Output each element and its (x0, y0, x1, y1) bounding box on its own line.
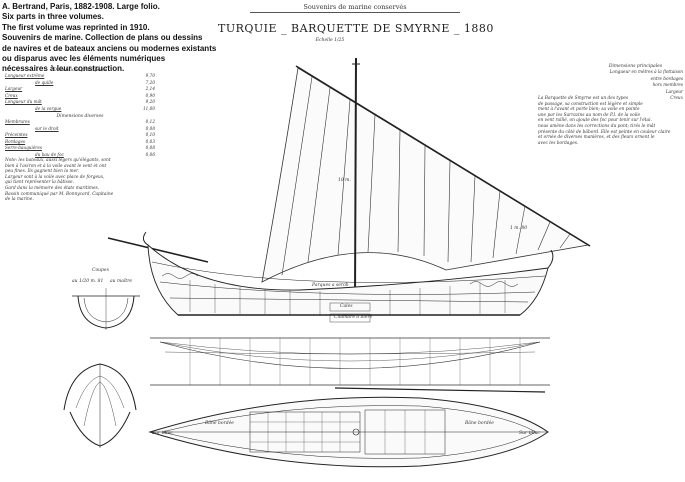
dim-line: entre bordages (650, 75, 683, 81)
plan-plank-left: Bâne bordée (205, 421, 234, 426)
plan-bow-left: Sur tillac (152, 431, 173, 436)
note-line: ment à l'avant et porte bien; sa voile e… (538, 107, 640, 113)
dim-line: Largeur (665, 88, 683, 94)
deck-plan (148, 396, 549, 468)
caption-block: A. Bertrand, Paris, 1882-1908. Large fol… (2, 2, 302, 75)
sail-corner-label: 1 m. 80 (510, 226, 528, 231)
note-line: qui tient représenter la bâtisse. (5, 180, 74, 186)
right-notes: La Barquette de Smyrne est un des types … (538, 96, 683, 146)
header-rule (250, 12, 460, 13)
note-line: nous amène dans les corrections du pont;… (538, 123, 656, 129)
sail-yard (295, 65, 591, 247)
note-line: Note: les bateaux, aussi légers qu'éléga… (5, 158, 111, 163)
caption-line: Six parts in three volumes. (2, 12, 104, 22)
caption-line: The first volume was reprinted in 1910. (2, 22, 150, 32)
note-line: et ornée de diverses manières, et des fl… (538, 135, 655, 141)
plate-title: TURQUIE _ BARQUETTE DE SMYRNE _ 1880 (218, 22, 494, 35)
midship-section-upper (72, 288, 140, 330)
lines-plan (150, 337, 550, 386)
mast (354, 57, 357, 301)
dim-title: Dimensions principales (53, 68, 107, 73)
caption-line: de navires et de bateaux anciens ou mode… (2, 43, 217, 53)
note-line: de passage, sa construction est légère e… (538, 101, 643, 107)
header-note: Souvenirs de marine conservés (303, 3, 407, 11)
dim-line: hors membres (652, 82, 683, 87)
section-title: Coupes (92, 268, 109, 273)
note-line: avec les bordages. (538, 140, 579, 146)
note-line: présente du côté de bâbord. Elle est pei… (538, 129, 671, 135)
sail-label: 10 m. (338, 178, 351, 183)
section-label-left: au 1/20 m. 81 (72, 279, 104, 284)
hull-label: Parques a seroh (312, 283, 349, 288)
note-line: Bassin communiqué par M. Bonnycard, Capi… (5, 191, 114, 197)
oar-profile (107, 237, 209, 263)
note-line: bien à l'aviron et à la voile avant le v… (5, 163, 107, 169)
note-line: Largeur sont à la voile avec place de fo… (5, 174, 105, 180)
plan-bow-right: Sur tillac (519, 431, 540, 436)
lateen-sail (261, 67, 590, 283)
note-line: de la marine. (5, 197, 34, 203)
plan-plank-right: Bâne bordée (465, 421, 494, 426)
oar-loose (334, 387, 546, 393)
hull-lower-label: Cales (340, 304, 353, 309)
note-line: peu fines. Ils gagnent bien la mer. (5, 169, 80, 175)
note-line: en vent rallié, on ajoute des foc pour t… (538, 118, 652, 124)
note-line: Gard dans la mémoire des états maritimes… (5, 185, 100, 191)
note-line: La Barquette de Smyrne est un des types (538, 96, 629, 101)
scale-label: Échelle 1/25 (315, 38, 345, 43)
dim-title: Dimensions diverses (56, 114, 104, 119)
dim-line: Creux (670, 95, 683, 100)
dim-title: Dimensions principales (608, 64, 663, 69)
caption-line: nécessaires à leur construction. (2, 64, 125, 74)
caption-line: A. Bertrand, Paris, 1882-1908. Large fol… (2, 2, 160, 11)
section-label-right: au maître (110, 279, 133, 284)
left-notes: Note: les bateaux, aussi légers qu'éléga… (5, 158, 155, 203)
dim-line: Longueur en mètres à la flottaison (609, 69, 683, 74)
caption-line: ou disparus avec les éléments numériques (2, 54, 166, 64)
right-dimensions: Dimensions principales Longueur en mètre… (588, 64, 683, 102)
caption-line: Souvenirs de marine. Collection de plans… (2, 33, 203, 43)
note-line: une par les Sarrazins au nom de P.I. de … (538, 112, 641, 118)
hull-bottom-label: Chambre à bière (334, 315, 373, 320)
midship-section-lower (63, 363, 137, 448)
hull-profile (142, 231, 554, 323)
